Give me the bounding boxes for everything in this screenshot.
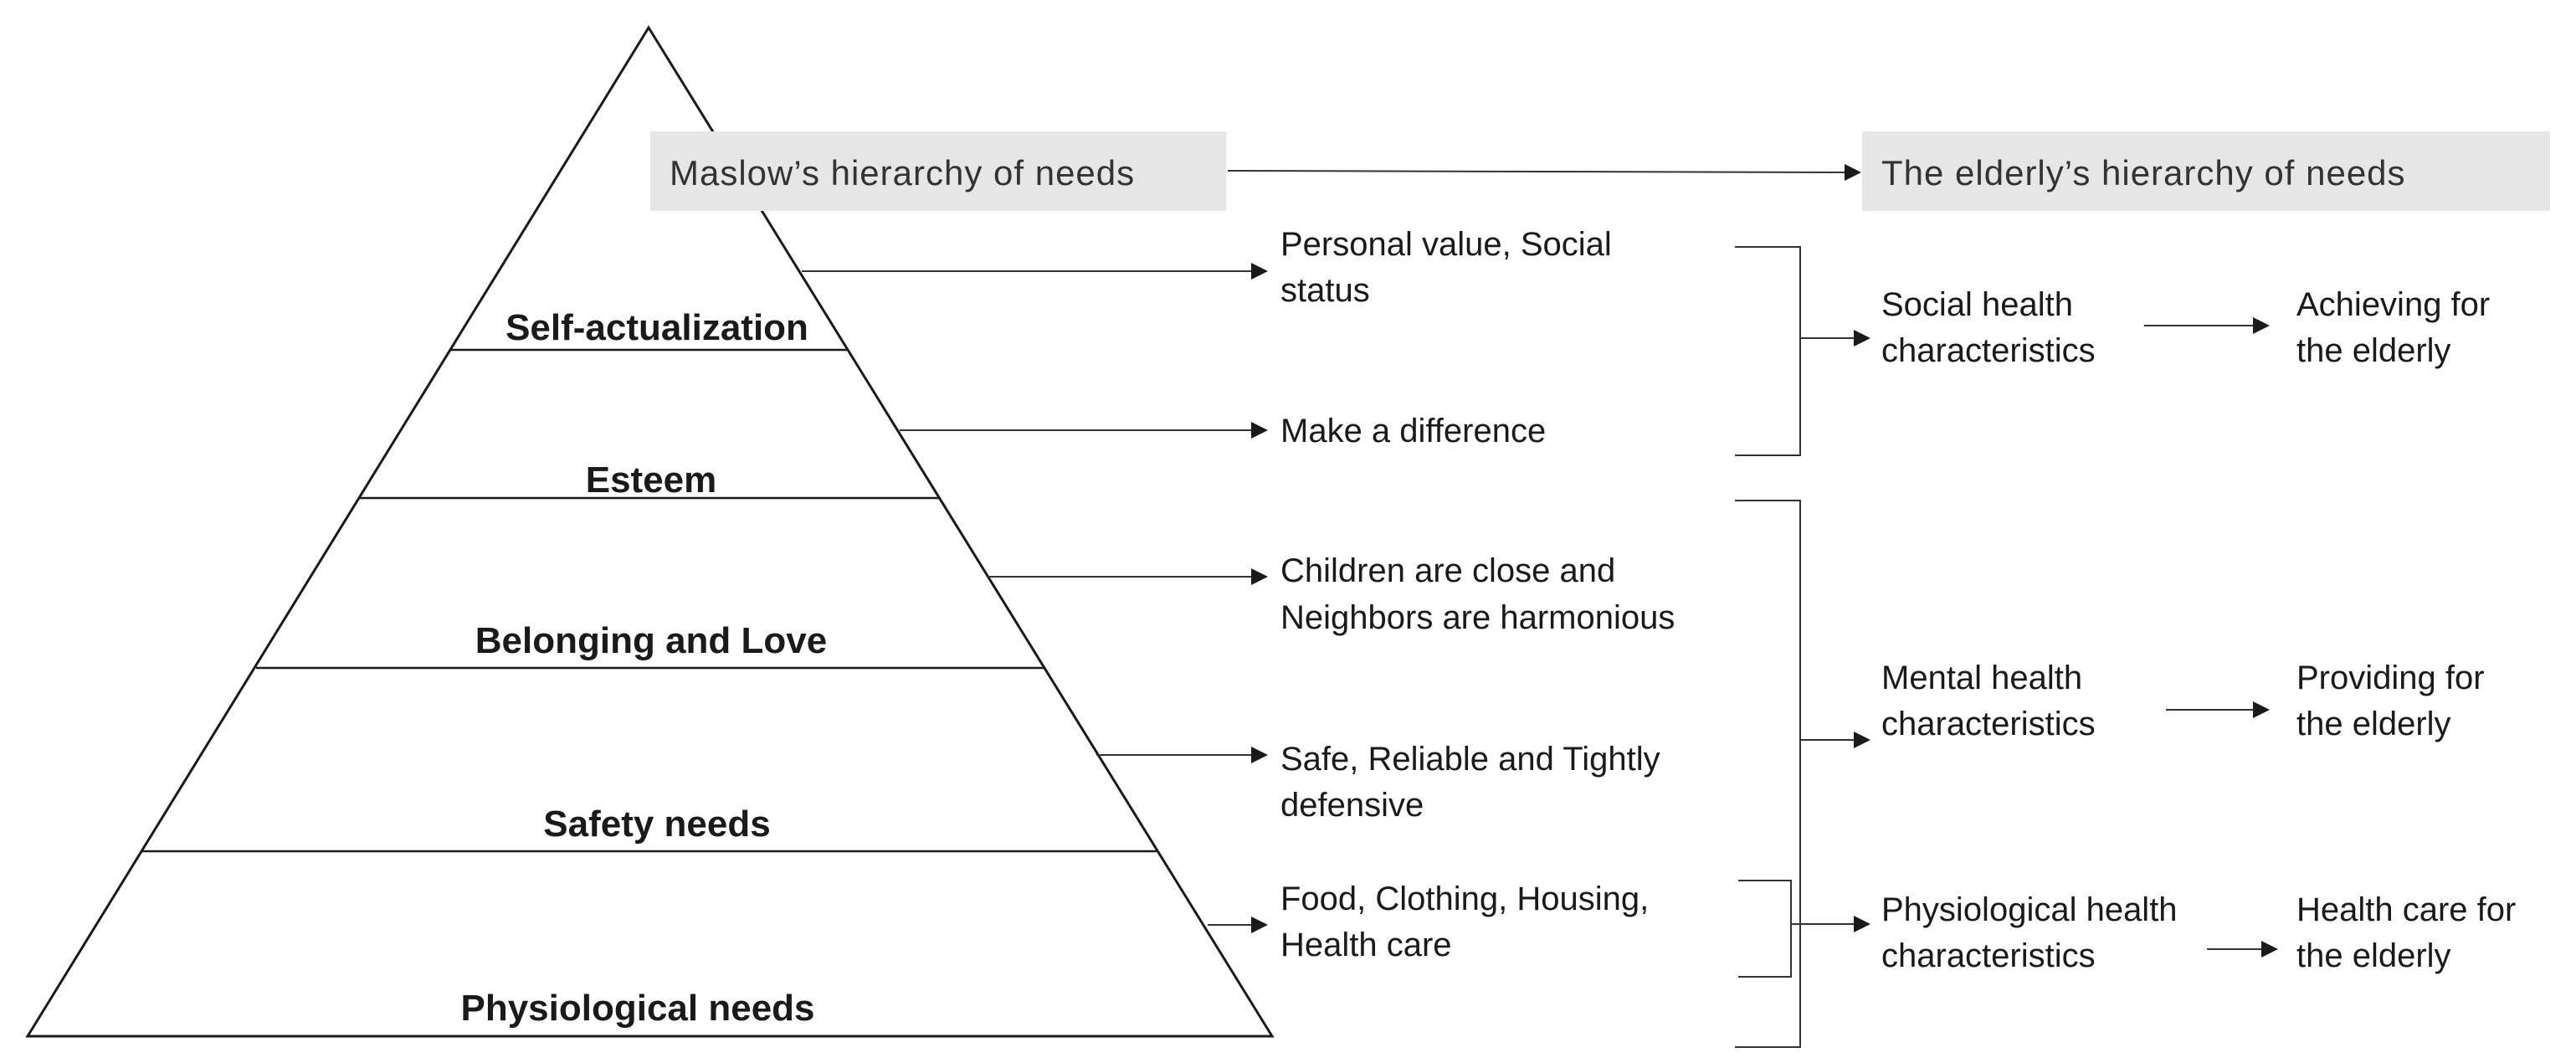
header-arrow (1227, 163, 1861, 181)
characteristic-physiological: Physiological health characteristics (1881, 891, 2187, 974)
header-right-label: The elderly’s hierarchy of needs (1881, 153, 2406, 193)
level-physiological-needs: Physiological needs (460, 988, 814, 1029)
outcome-providing: Providing for the elderly (2296, 660, 2494, 742)
bracket-social (1735, 246, 1801, 456)
bracket-physiological (1738, 880, 1792, 978)
level-safety-needs: Safety needs (543, 804, 770, 845)
level-belonging-and-love: Belonging and Love (475, 620, 827, 661)
characteristic-mental: Mental health characteristics (1881, 660, 2096, 742)
header-right-box (1862, 131, 2550, 211)
header-left-box (650, 131, 1226, 211)
need-make-a-difference: Make a difference (1280, 413, 1546, 449)
level-self-actualization: Self-actualization (505, 307, 808, 348)
need-personal-value: Personal value, Social status (1280, 226, 1621, 309)
need-safe-reliable: Safe, Reliable and Tightly defensive (1280, 741, 1670, 824)
need-food-clothing: Food, Clothing, Housing, Health care (1280, 881, 1658, 963)
level-esteem: Esteem (586, 460, 717, 501)
characteristic-social: Social health characteristics (1881, 286, 2096, 369)
header-left-label: Maslow’s hierarchy of needs (670, 153, 1135, 193)
outcome-achieving: Achieving for the elderly (2296, 286, 2499, 369)
outcome-health-care: Health care for the elderly (2296, 891, 2525, 974)
need-children-neighbors: Children are close and Neighbors are har… (1280, 552, 1675, 636)
bracket-mental (1735, 500, 1801, 1048)
pyramid-outline (25, 25, 1275, 1038)
